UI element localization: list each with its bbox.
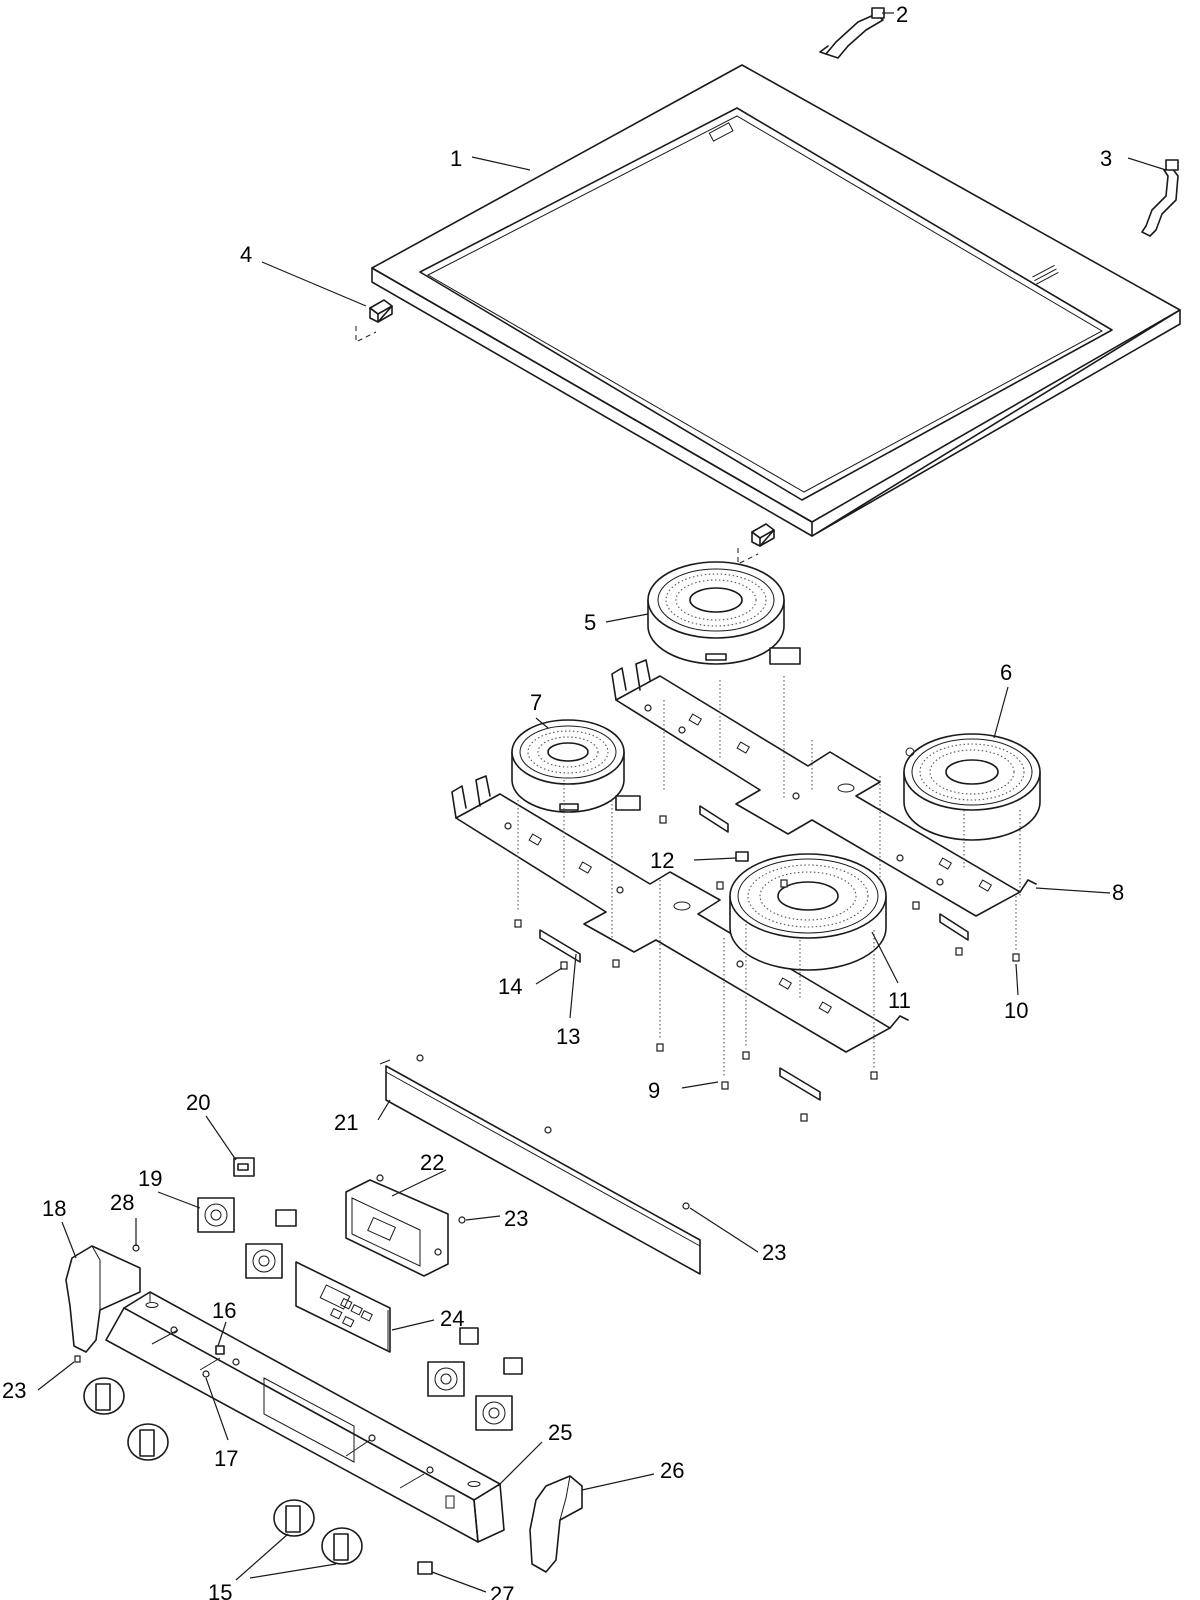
callout-24: 24 — [440, 1306, 464, 1331]
switch-clip-third — [459, 1327, 479, 1345]
part-27-switch — [417, 1561, 433, 1575]
callout-15: 15 — [208, 1580, 232, 1600]
callout-8: 8 — [1112, 880, 1124, 905]
switch-clip-fourth — [503, 1357, 523, 1375]
callout-14: 14 — [498, 974, 522, 999]
infinite-switch-second — [245, 1243, 283, 1279]
callout-10: 10 — [1004, 998, 1028, 1023]
part-13-front-burner-bracket — [451, 775, 909, 1053]
callout-22: 22 — [420, 1150, 444, 1175]
callout-5: 5 — [584, 610, 596, 635]
callout-21: 21 — [334, 1110, 358, 1135]
part-16-17-panel-hardware — [202, 1345, 225, 1378]
callout-7: 7 — [530, 690, 542, 715]
part-20-switch-knob-clip — [233, 1157, 255, 1177]
leader-lines — [37, 12, 1167, 1593]
callout-12: 12 — [650, 848, 674, 873]
callout-3: 3 — [1100, 146, 1112, 171]
mount-lines — [517, 676, 1021, 1076]
callout-18: 18 — [42, 1196, 66, 1221]
small-bracket-clips — [539, 805, 969, 1101]
part-24-touchpad-overlay — [295, 1261, 391, 1353]
switch-clip-second — [275, 1209, 297, 1227]
callout-19: 19 — [138, 1166, 162, 1191]
callout-11: 11 — [888, 988, 911, 1013]
part-21-rear-trim — [379, 1054, 701, 1275]
callout-17: 17 — [214, 1446, 238, 1471]
callout-2: 2 — [896, 2, 908, 27]
callout-16: 16 — [212, 1298, 236, 1323]
callout-labels: 1 2 3 4 5 6 7 8 9 10 11 12 13 14 15 16 1… — [2, 2, 1124, 1600]
mounting-screws — [514, 815, 1020, 1122]
callout-23-c: 23 — [2, 1378, 26, 1403]
part-8-rear-burner-bracket — [611, 659, 1037, 917]
part-3-bracket — [1141, 159, 1179, 237]
callout-13: 13 — [556, 1024, 580, 1049]
part-12-terminal-tab — [735, 851, 749, 862]
part-22-electronic-control — [345, 1174, 466, 1277]
part-2-bracket — [819, 7, 885, 59]
callout-23-a: 23 — [504, 1206, 528, 1231]
callout-25: 25 — [548, 1420, 572, 1445]
part-15-knob-4 — [321, 1527, 363, 1565]
part-15-knob-1 — [83, 1377, 125, 1415]
callout-1: 1 — [450, 146, 462, 171]
part-15-knob-3 — [273, 1499, 315, 1537]
part-4-clip-second — [737, 523, 775, 565]
callout-4: 4 — [240, 242, 252, 267]
callout-20: 20 — [186, 1090, 210, 1115]
callout-28: 28 — [110, 1190, 134, 1215]
part-6-right-burner — [903, 733, 1041, 841]
part-18-left-end-cap — [65, 1244, 141, 1363]
part-5-rear-burner — [647, 561, 801, 665]
part-7-left-burner — [511, 719, 641, 813]
infinite-switch-third — [427, 1361, 465, 1397]
infinite-switch-fourth — [475, 1395, 513, 1431]
part-26-right-end-cap — [529, 1475, 583, 1573]
part-19-infinite-switch — [197, 1197, 235, 1233]
callout-23-b: 23 — [762, 1240, 786, 1265]
part-11-front-burner — [729, 853, 887, 971]
callout-6: 6 — [1000, 660, 1012, 685]
part-15-knob-2 — [127, 1423, 169, 1461]
callout-9: 9 — [648, 1078, 660, 1103]
part-4-clip — [355, 299, 393, 343]
callout-26: 26 — [660, 1458, 684, 1483]
callout-27: 27 — [490, 1582, 514, 1600]
part-1-cooktop-glass — [371, 64, 1181, 537]
part-25-control-panel — [105, 1291, 505, 1543]
